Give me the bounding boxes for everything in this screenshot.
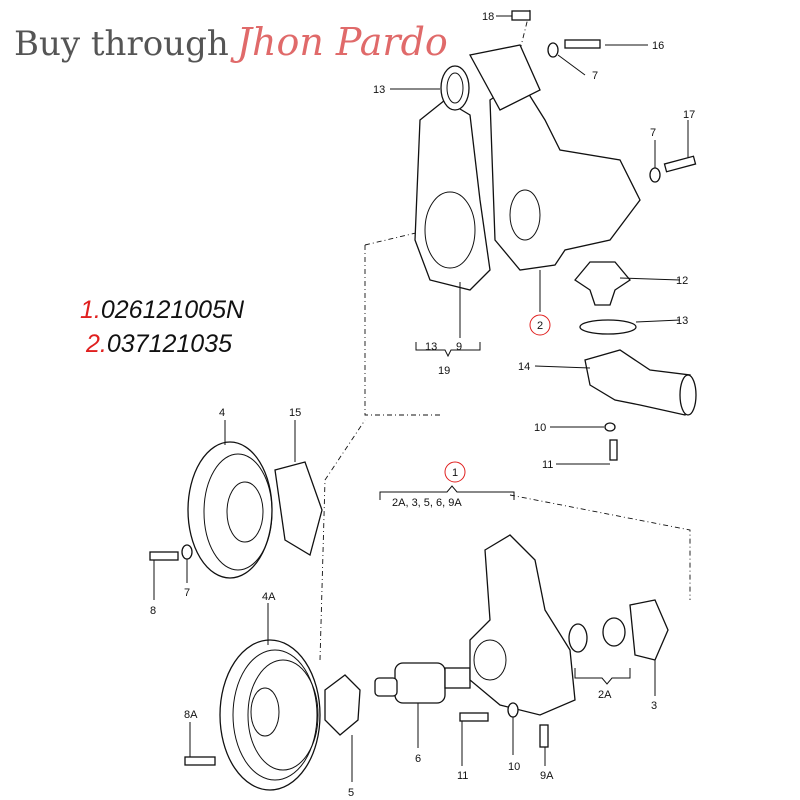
callout-label: 4A <box>262 591 276 603</box>
leader-line <box>619 277 681 281</box>
callout-label: 2 <box>537 320 543 332</box>
callout-circle <box>529 314 551 336</box>
callout-label: 13 <box>425 341 437 353</box>
pump-body-1 <box>469 534 576 716</box>
callout-label: 18 <box>482 11 494 23</box>
callout-label: 7 <box>184 587 190 599</box>
callout-label: 10 <box>508 761 520 773</box>
callout-label: 7 <box>592 70 598 82</box>
callout-label: 2A, 3, 5, 6, 9A <box>392 497 462 509</box>
leader-line <box>557 54 586 76</box>
callout-label: 6 <box>415 753 421 765</box>
callout-label: 4 <box>219 407 225 419</box>
flange-5 <box>324 674 361 736</box>
brand-prefix: Buy through <box>14 24 229 64</box>
callout-label: 17 <box>683 109 695 121</box>
leader-line <box>534 365 591 369</box>
impeller-3 <box>629 599 669 661</box>
callout-label: 5 <box>348 787 354 799</box>
gasket-9 <box>414 99 491 291</box>
callout-label: 10 <box>534 422 546 434</box>
brand-logo: Jhon Pardo <box>236 20 448 64</box>
thermostat-12 <box>574 261 631 306</box>
callout-label: 9 <box>456 341 462 353</box>
callout-label: 11 <box>457 770 468 782</box>
callout-label: 8A <box>184 709 198 721</box>
callout-label: 8 <box>150 605 156 617</box>
coolant-elbow-14 <box>584 349 691 416</box>
plate-15 <box>274 461 323 557</box>
callout-label: 3 <box>651 700 657 712</box>
leader-line <box>635 319 681 323</box>
callout-label: 13 <box>373 84 385 96</box>
callout-label: 1 <box>452 467 458 479</box>
callout-label: 19 <box>438 365 450 377</box>
housing-2 <box>489 79 641 271</box>
callout-label: 2A <box>598 689 612 701</box>
callout-label: 11 <box>542 459 553 471</box>
callout-label: 16 <box>652 40 664 52</box>
callout-label: 14 <box>518 361 530 373</box>
callout-circle <box>444 461 466 483</box>
part-number-1: 1.026121005N <box>80 296 245 324</box>
callout-label: 7 <box>650 127 656 139</box>
shaft-bearing-6 <box>394 662 446 704</box>
pulley-4A <box>219 639 321 791</box>
callout-label: 13 <box>676 315 688 327</box>
callout-label: 12 <box>676 275 688 287</box>
callout-label: 15 <box>289 407 301 419</box>
callout-label: 9A <box>540 770 554 782</box>
part-number-2: 2.037121035 <box>86 330 232 358</box>
